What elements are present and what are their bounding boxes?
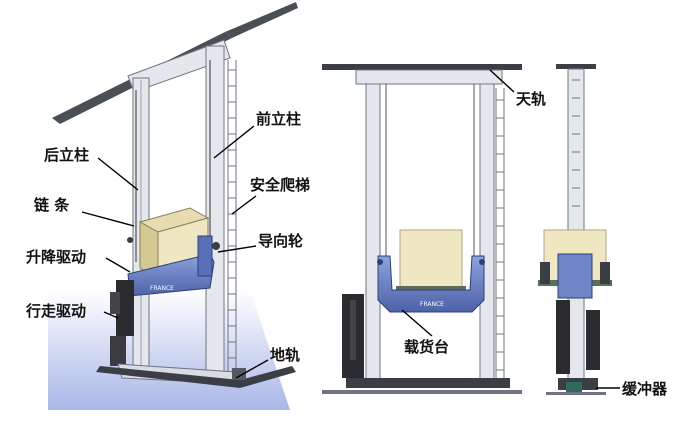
label-rear-column: 后立柱: [44, 146, 90, 164]
top-crossbeam: [127, 39, 231, 93]
safety-ladder-front: [495, 88, 505, 380]
label-lift-drive: 升降驱动: [26, 248, 87, 266]
front-view: FRANCE: [322, 64, 522, 394]
top-rail-side: [556, 64, 596, 69]
label-front-column: 前立柱: [256, 110, 302, 128]
side-view: [538, 64, 612, 395]
lift-drive-gearbox: [110, 292, 120, 314]
safety-ladder: [227, 60, 237, 372]
lift-drive-motor: [116, 280, 134, 336]
perspective-view: FRANCE: [48, 2, 298, 410]
label-ground-rail: 地轨: [270, 346, 301, 364]
ground-rail-side: [546, 392, 606, 395]
carriage-front-view: [377, 255, 485, 313]
guide-wheel-front-right: [479, 259, 485, 265]
cargo-front-view: [399, 229, 463, 289]
buffer: [566, 382, 582, 392]
label-travel-drive: 行走驱动: [26, 302, 87, 320]
front-column: [205, 45, 225, 377]
label-safety-ladder: 安全爬梯: [250, 176, 311, 194]
ground-rail-wheel: [232, 368, 246, 380]
guide-wheel-rear: [127, 237, 133, 243]
guide-wheel: [212, 242, 220, 250]
fork-right-side: [600, 262, 610, 284]
leader-lines: [81, 69, 620, 389]
top-rail-front: [322, 64, 522, 70]
carriage-logo-front: FRANCE: [420, 301, 444, 308]
travel-drive-motor: [110, 336, 126, 366]
label-chain: 链 条: [34, 196, 70, 214]
front-column-front: [479, 83, 495, 385]
carriage-upright: [197, 235, 213, 277]
fork-left-side: [540, 262, 550, 284]
cargo-pallet: [396, 286, 466, 292]
top-crossbeam-front: [355, 69, 503, 85]
ground-rail: [96, 366, 296, 388]
safety-ladder-side: [572, 79, 580, 207]
rear-column-front: [365, 83, 381, 385]
label-buffer: 缓冲器: [622, 380, 668, 398]
ground-rail-front: [322, 390, 522, 394]
top-rail-beam-far: [225, 2, 298, 38]
label-top-rail: 天轨: [516, 90, 547, 108]
lift-drive-side: [556, 300, 570, 374]
label-carriage: 载货台: [404, 338, 450, 356]
guide-wheel-front-left: [377, 259, 383, 265]
carriage-side-view: [557, 253, 593, 299]
bottom-beam-front: [346, 378, 510, 388]
travel-drive-side: [586, 310, 600, 370]
carriage-logo: FRANCE: [150, 285, 174, 292]
column-side: [567, 68, 585, 390]
label-guide-wheel: 导向轮: [258, 232, 304, 250]
